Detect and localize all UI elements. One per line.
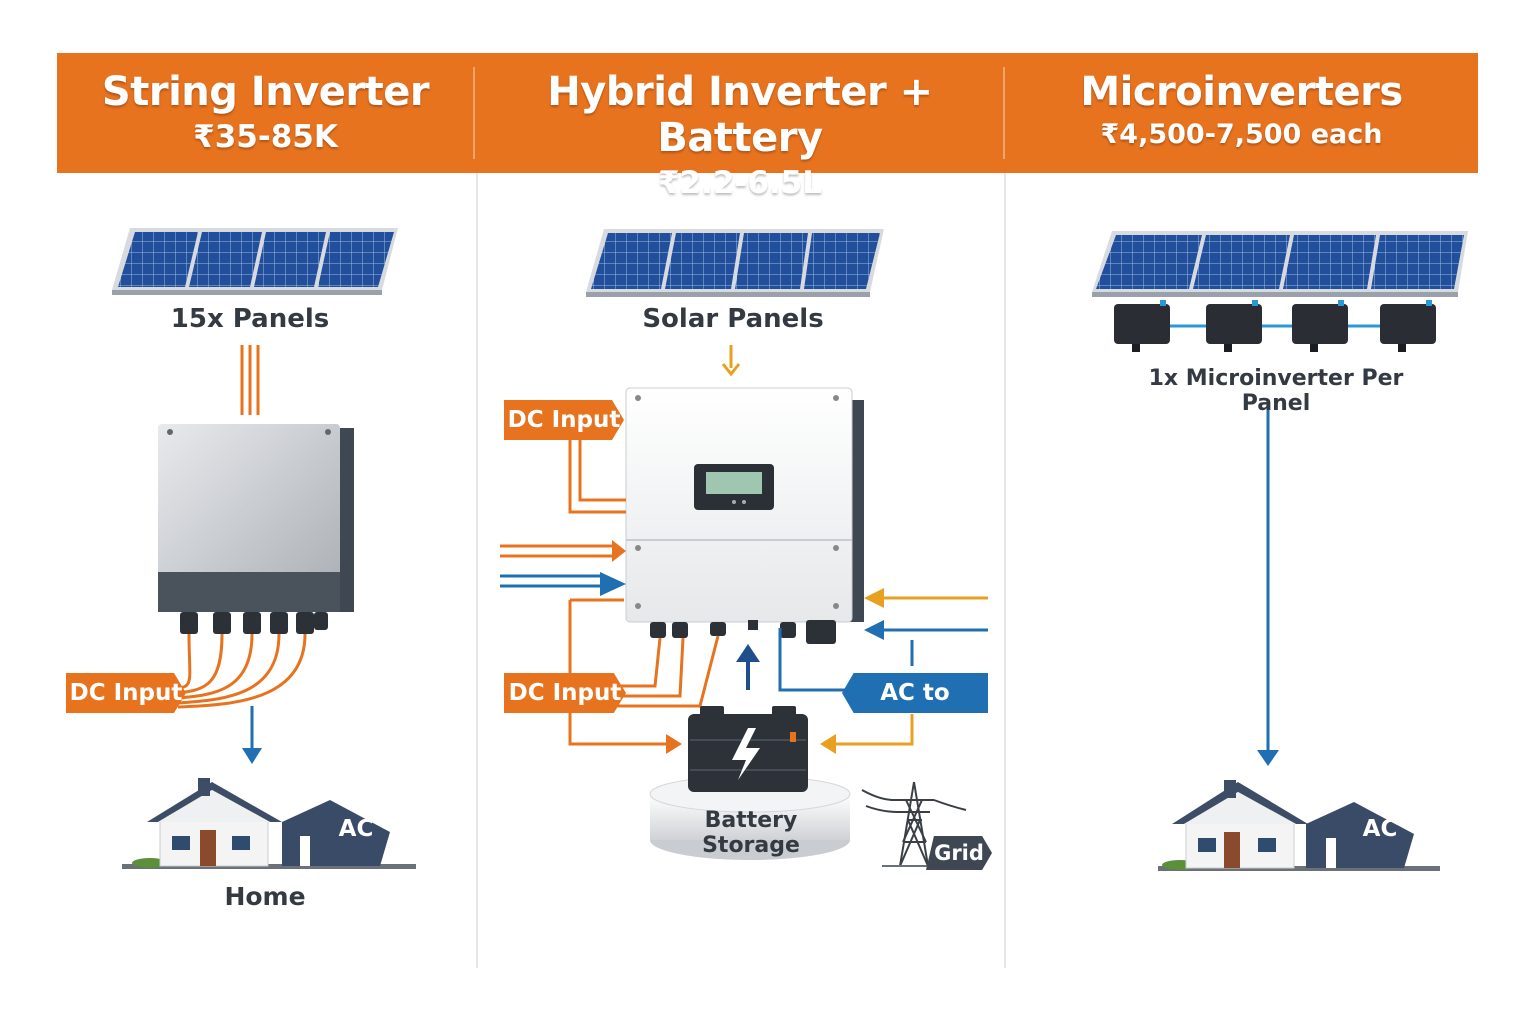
hybrid-inverter-price: ₹2.2-6.5L xyxy=(657,165,823,201)
dc-input-tag: DC Input xyxy=(66,673,186,713)
dc-input-tag: DC Input xyxy=(504,673,626,713)
panels-label: 15x Panels xyxy=(170,304,330,334)
ac-label: AC xyxy=(338,816,374,842)
header-divider xyxy=(1003,67,1005,159)
microinverters-price: ₹4,500-7,500 each xyxy=(1100,119,1383,150)
microinverter-per-panel-label: 1x Microinverter Per Panel xyxy=(1148,366,1404,416)
string-inverter-price: ₹35-85K xyxy=(193,119,338,155)
house-icon xyxy=(1158,780,1440,871)
header-bar: String Inverter ₹35-85K Hybrid Inverter … xyxy=(57,53,1478,201)
hybrid-inverter-icon xyxy=(625,387,864,644)
ac-arrow xyxy=(242,706,262,764)
ac-label: AC xyxy=(1362,816,1398,842)
microinverters-title: Microinverters xyxy=(1080,69,1403,115)
solar-panels-icon xyxy=(586,229,884,297)
solar-panels-label: Solar Panels xyxy=(642,304,824,334)
string-inverter-title: String Inverter xyxy=(101,69,430,115)
hybrid-inverter-header: Hybrid Inverter + Battery ₹2.2-6.5L xyxy=(475,53,1005,201)
column-divider xyxy=(476,173,478,968)
ac-to-home-tag: AC to Home xyxy=(842,673,988,713)
microinverters-header: Microinverters ₹4,500-7,500 each xyxy=(1005,53,1478,173)
dc-wires xyxy=(240,345,260,415)
grid-tag: Grid xyxy=(926,836,992,870)
dc-input-tag: DC Input xyxy=(504,400,624,440)
house-icon xyxy=(122,778,416,869)
dc-arrow xyxy=(721,345,741,377)
home-label: Home xyxy=(224,882,306,911)
microinverter-icon xyxy=(1114,300,1436,352)
solar-panels-icon xyxy=(1092,231,1468,297)
string-inverter-icon xyxy=(158,424,354,634)
battery-storage-label: Battery Storage xyxy=(702,808,800,858)
header-divider xyxy=(473,67,475,159)
column-divider xyxy=(1004,173,1006,968)
flow-arrows xyxy=(500,540,988,754)
dc-input-cables xyxy=(174,633,307,709)
battery-icon xyxy=(649,706,851,860)
ac-arrow xyxy=(1257,406,1279,766)
hybrid-inverter-title: Hybrid Inverter + Battery xyxy=(547,69,933,161)
solar-panels-icon xyxy=(112,228,398,295)
string-inverter-header: String Inverter ₹35-85K xyxy=(57,53,474,173)
